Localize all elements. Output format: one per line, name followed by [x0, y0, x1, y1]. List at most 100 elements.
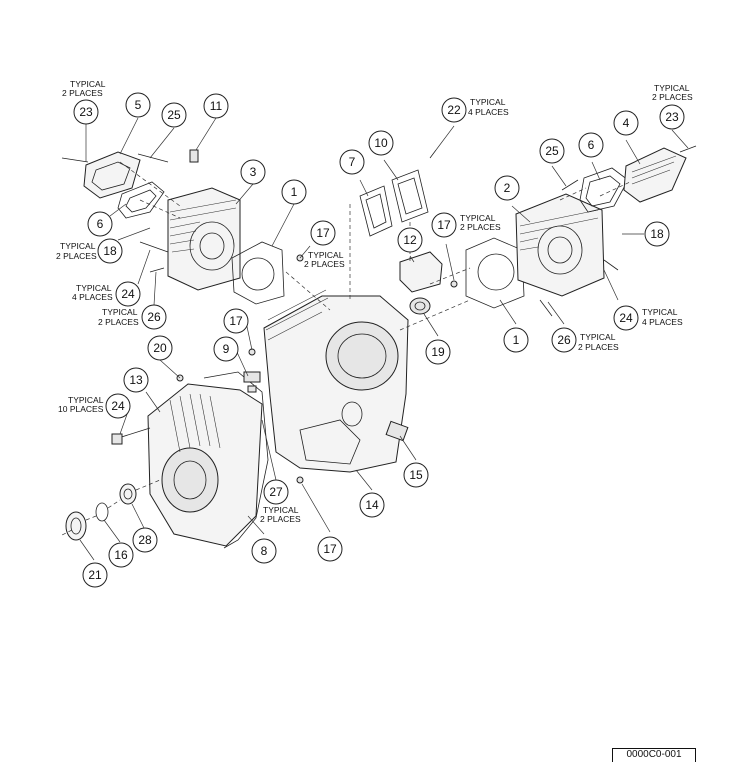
front-head-bolts: [429, 145, 697, 317]
svg-text:18: 18: [650, 227, 664, 241]
callout-28: 28: [132, 527, 158, 553]
svg-text:24: 24: [121, 287, 135, 301]
svg-text:TYPICAL: TYPICAL: [308, 250, 344, 260]
svg-text:20: 20: [153, 341, 167, 355]
callout-6: 6: [578, 132, 604, 158]
callout-17: 17: [310, 220, 336, 246]
retaining-ring: [95, 502, 109, 522]
callout-5: 5: [125, 92, 151, 118]
svg-text:2 PLACES: 2 PLACES: [98, 317, 139, 327]
callout-6: 6: [87, 211, 113, 237]
svg-text:24: 24: [111, 399, 125, 413]
svg-text:6: 6: [588, 138, 595, 152]
gear-cover: [147, 383, 263, 547]
callout-24: 24: [613, 305, 639, 331]
note-typical-2-places: TYPICAL 2 PLACES: [98, 307, 139, 327]
front-head-gasket: [579, 167, 629, 213]
svg-text:6: 6: [97, 217, 104, 231]
svg-text:4 PLACES: 4 PLACES: [468, 107, 509, 117]
callout-18: 18: [97, 238, 123, 264]
note-typical-2-places: TYPICAL 2 PLACES: [304, 250, 345, 269]
breather-assembly: [399, 251, 443, 315]
callout-9: 9: [213, 336, 239, 362]
svg-text:2 PLACES: 2 PLACES: [578, 342, 619, 352]
svg-text:18: 18: [103, 244, 117, 258]
note-typical-2-places: TYPICAL 2 PLACES: [578, 332, 619, 352]
svg-text:23: 23: [665, 110, 679, 124]
callout-26: 26: [551, 327, 577, 353]
callout-14: 14: [359, 492, 385, 518]
svg-text:4 PLACES: 4 PLACES: [72, 292, 113, 302]
rear-cylinder-head: [167, 187, 241, 291]
svg-text:12: 12: [403, 233, 417, 247]
svg-text:28: 28: [138, 533, 152, 547]
svg-text:2 PLACES: 2 PLACES: [652, 92, 693, 102]
svg-text:TYPICAL: TYPICAL: [470, 97, 506, 107]
svg-text:2: 2: [504, 181, 511, 195]
svg-text:10: 10: [374, 136, 388, 150]
upper-gasket-left: [359, 185, 393, 237]
crankcase-bracket: [243, 371, 261, 383]
callout-24: 24: [115, 281, 141, 307]
callout-23: 23: [659, 104, 685, 130]
callout-13: 13: [123, 367, 149, 393]
note-typical-4-places: TYPICAL 4 PLACES: [468, 97, 509, 117]
svg-text:TYPICAL: TYPICAL: [654, 83, 690, 93]
svg-text:17: 17: [229, 314, 243, 328]
front-head-cover: [623, 147, 687, 203]
callout-3: 3: [240, 159, 266, 185]
callout-12: 12: [397, 227, 423, 253]
callout-20: 20: [147, 335, 173, 361]
callout-22: 22: [441, 97, 467, 123]
svg-text:9: 9: [223, 342, 230, 356]
svg-text:16: 16: [114, 548, 128, 562]
rear-head-gasket: [117, 181, 165, 219]
svg-text:2 PLACES: 2 PLACES: [460, 222, 501, 232]
svg-text:25: 25: [167, 108, 181, 122]
svg-text:26: 26: [557, 333, 571, 347]
note-typical-2-places: TYPICAL 2 PLACES: [62, 79, 106, 98]
oil-seal: [65, 511, 87, 541]
svg-text:17: 17: [316, 226, 330, 240]
svg-text:7: 7: [349, 155, 356, 169]
crankcase: [263, 289, 409, 473]
svg-text:1: 1: [513, 333, 520, 347]
callout-18: 18: [644, 221, 670, 247]
svg-text:15: 15: [409, 468, 423, 482]
svg-text:8: 8: [261, 544, 268, 558]
alignment-lines: [59, 161, 631, 537]
callout-10: 10: [368, 130, 394, 156]
callout-25: 25: [161, 102, 187, 128]
callout-4: 4: [613, 110, 639, 136]
note-typical-4-places: TYPICAL 4 PLACES: [72, 283, 113, 302]
svg-text:19: 19: [431, 345, 445, 359]
svg-text:11: 11: [210, 99, 223, 113]
dowel-pin: [296, 476, 304, 484]
callout-26: 26: [141, 304, 167, 330]
callout-27: 27: [263, 479, 289, 505]
callout-2: 2: [494, 175, 520, 201]
svg-text:TYPICAL: TYPICAL: [460, 213, 496, 223]
callout-17: 17: [317, 536, 343, 562]
svg-text:27: 27: [269, 485, 283, 499]
svg-text:TYPICAL: TYPICAL: [70, 79, 106, 89]
svg-text:TYPICAL: TYPICAL: [76, 283, 112, 293]
svg-text:23: 23: [79, 105, 93, 119]
callout-1: 1: [503, 327, 529, 353]
note-typical-4-places: TYPICAL 4 PLACES: [642, 307, 683, 327]
callout-19: 19: [425, 339, 451, 365]
svg-text:TYPICAL: TYPICAL: [68, 395, 104, 405]
svg-text:TYPICAL: TYPICAL: [263, 505, 299, 515]
svg-text:13: 13: [129, 373, 143, 387]
svg-text:5: 5: [135, 98, 142, 112]
crankcase-fitting: [385, 420, 409, 442]
svg-text:2 PLACES: 2 PLACES: [56, 251, 97, 261]
note-typical-10-places: TYPICAL 10 PLACES: [58, 395, 104, 414]
note-typical-2-places: TYPICAL 2 PLACES: [652, 83, 693, 102]
right-head-gasket: [465, 237, 525, 309]
svg-text:4: 4: [623, 116, 630, 130]
callout-23: 23: [73, 99, 99, 125]
svg-text:21: 21: [88, 568, 102, 582]
gear-cover-screw: [111, 427, 151, 445]
